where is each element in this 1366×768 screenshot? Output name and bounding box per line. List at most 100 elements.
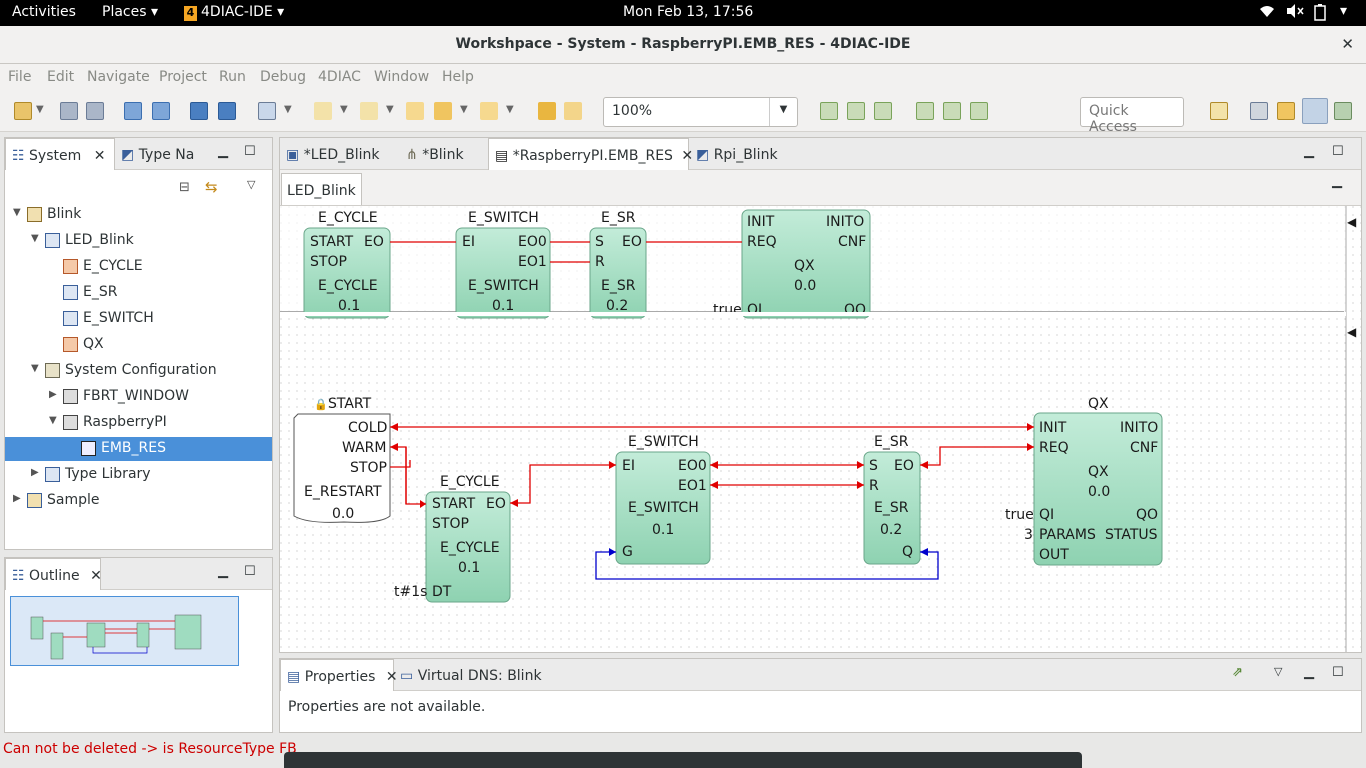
menu-4diac[interactable]: 4DIAC xyxy=(318,69,361,85)
tree-item-raspberrypi[interactable]: ▼ RaspberryPI xyxy=(5,411,272,435)
next-annotation-icon[interactable] xyxy=(314,102,332,120)
tab-properties[interactable]: ▤ Properties ✕ xyxy=(280,659,398,691)
event-input-start[interactable]: START xyxy=(310,234,354,250)
tab-type-navigator[interactable]: ◩ Type Na xyxy=(115,138,200,170)
menu-help[interactable]: Help xyxy=(442,69,474,85)
zoom-dropdown-icon[interactable]: ▼ xyxy=(769,98,797,126)
event-output-cold[interactable]: COLD xyxy=(348,420,387,436)
next-annotation-dropdown-icon[interactable]: ▼ xyxy=(340,104,348,115)
places-menu[interactable]: Places ▾ xyxy=(102,4,158,20)
event-input-req[interactable]: REQ xyxy=(747,234,777,250)
minimize-icon[interactable]: ▁ xyxy=(1304,144,1314,159)
expanded-arrow-icon[interactable]: ▼ xyxy=(49,415,57,426)
top-event-connections[interactable] xyxy=(390,241,742,263)
menu-navigate[interactable]: Navigate xyxy=(87,69,150,85)
tab-raspberrypi-emb-res[interactable]: ▤ *RaspberryPI.EMB_RES ✕ xyxy=(488,138,693,170)
maximize-icon[interactable]: ☐ xyxy=(244,144,256,159)
perspective-debug-icon[interactable] xyxy=(1334,102,1352,120)
event-output-eo1[interactable]: EO1 xyxy=(518,254,547,270)
tree-item-system-configuration[interactable]: ▼ System Configuration xyxy=(5,359,272,383)
fb-e-restart[interactable]: 🔒 START COLD WARM STOP E_RESTART 0.0 xyxy=(293,396,391,523)
close-icon[interactable]: ✕ xyxy=(681,148,694,164)
data-input-qi[interactable]: QI xyxy=(1039,507,1054,523)
event-output-eo[interactable]: EO xyxy=(364,234,384,250)
deploy-icon[interactable] xyxy=(190,102,208,120)
event-input-req[interactable]: REQ xyxy=(1039,440,1069,456)
tab-rpi-blink[interactable]: ◩ Rpi_Blink xyxy=(690,138,784,170)
view-menu-icon[interactable]: ▽ xyxy=(1274,665,1283,678)
event-input-s[interactable]: S xyxy=(595,234,604,250)
event-input-r[interactable]: R xyxy=(869,478,879,494)
fb-e-switch-top[interactable]: E_SWITCH EI EO0 EO1 E_SWITCH 0.1 xyxy=(455,210,551,319)
window-close-icon[interactable]: ✕ xyxy=(1341,35,1354,53)
event-input-stop[interactable]: STOP xyxy=(432,516,469,532)
collapsed-arrow-icon[interactable]: ▶ xyxy=(49,389,57,400)
menu-edit[interactable]: Edit xyxy=(47,69,75,85)
battery-icon[interactable] xyxy=(1313,3,1327,25)
event-output-eo0[interactable]: EO0 xyxy=(518,234,547,250)
maximize-icon[interactable]: ☐ xyxy=(1332,144,1344,159)
maximize-icon[interactable]: ☐ xyxy=(1332,665,1344,680)
align-top-icon[interactable] xyxy=(916,102,934,120)
expand-arrow-icon[interactable]: ◀ xyxy=(1347,215,1357,229)
fb-e-switch[interactable]: E_SWITCH EI EO0 EO1 E_SWITCH 0.1 G xyxy=(615,434,711,565)
new-dropdown-icon[interactable]: ▼ xyxy=(36,104,44,115)
save-icon[interactable] xyxy=(60,102,78,120)
data-input-dt[interactable]: DT xyxy=(432,584,452,600)
event-output-eo[interactable]: EO xyxy=(486,496,506,512)
event-output-inito[interactable]: INITO xyxy=(1120,420,1158,436)
event-output-eo[interactable]: EO xyxy=(894,458,914,474)
event-input-r[interactable]: R xyxy=(595,254,605,270)
collapse-all-icon[interactable]: ⊟ xyxy=(179,180,190,195)
last-edit-icon[interactable] xyxy=(406,102,424,120)
perspective-system-icon[interactable] xyxy=(1302,98,1328,124)
data-input-params[interactable]: PARAMS xyxy=(1039,527,1096,543)
menu-file[interactable]: File xyxy=(8,69,32,85)
minimize-icon[interactable]: ▁ xyxy=(1304,665,1314,680)
event-input-ei[interactable]: EI xyxy=(622,458,635,474)
event-input-init[interactable]: INIT xyxy=(747,214,775,230)
event-output-cnf[interactable]: CNF xyxy=(1130,440,1158,456)
forward-dropdown-icon[interactable]: ▼ xyxy=(506,104,514,115)
menu-debug[interactable]: Debug xyxy=(260,69,307,85)
fb-e-cycle-top[interactable]: E_CYCLE START STOP EO E_CYCLE 0.1 xyxy=(303,210,391,319)
fb-network-canvas[interactable]: ◀ ◀ E_CYCLE START STOP EO E_CYCLE 0.1 E_… xyxy=(280,206,1361,652)
event-input-s[interactable]: S xyxy=(869,458,878,474)
minimize-icon[interactable]: ▁ xyxy=(1332,174,1342,189)
tab-blink[interactable]: ⋔ *Blink xyxy=(400,138,470,170)
maximize-icon[interactable]: ☐ xyxy=(244,564,256,579)
breadcrumb[interactable]: LED_Blink xyxy=(281,173,362,205)
data-output-status[interactable]: STATUS xyxy=(1105,527,1158,543)
new-icon[interactable] xyxy=(14,102,32,120)
expand-arrow-icon[interactable]: ◀ xyxy=(1347,325,1357,339)
align-bottom-icon[interactable] xyxy=(970,102,988,120)
close-icon[interactable]: ✕ xyxy=(93,148,106,164)
collapsed-arrow-icon[interactable]: ▶ xyxy=(13,493,21,504)
undo-icon[interactable] xyxy=(538,102,556,120)
event-output-warm[interactable]: WARM xyxy=(342,440,386,456)
fb-e-sr[interactable]: E_SR S R EO E_SR 0.2 Q xyxy=(863,434,921,565)
tree-item-e-cycle[interactable]: E_CYCLE xyxy=(5,255,272,279)
expanded-arrow-icon[interactable]: ▼ xyxy=(31,363,39,374)
new-system-icon[interactable] xyxy=(124,102,142,120)
link-with-editor-icon[interactable]: ⇆ xyxy=(205,178,218,196)
event-output-eo1[interactable]: EO1 xyxy=(678,478,707,494)
event-output-eo0[interactable]: EO0 xyxy=(678,458,707,474)
fb-e-cycle[interactable]: E_CYCLE START STOP EO E_CYCLE 0.1 t#1s D… xyxy=(394,474,511,603)
data-input-g[interactable]: G xyxy=(622,544,633,560)
tree-item-qx[interactable]: QX xyxy=(5,333,272,357)
tree-item-blink[interactable]: ▼ Blink xyxy=(5,203,272,227)
zoom-combo[interactable]: 100% ▼ xyxy=(603,97,798,127)
tab-virtual-dns[interactable]: ▭ Virtual DNS: Blink xyxy=(394,659,548,691)
event-input-init[interactable]: INIT xyxy=(1039,420,1067,436)
monitor-icon[interactable] xyxy=(218,102,236,120)
save-all-icon[interactable] xyxy=(86,102,104,120)
minimize-icon[interactable]: ▁ xyxy=(218,564,228,579)
view-menu-icon[interactable]: ▽ xyxy=(247,178,256,191)
close-icon[interactable]: ✕ xyxy=(90,568,102,584)
align-right-icon[interactable] xyxy=(874,102,892,120)
prev-annotation-icon[interactable] xyxy=(360,102,378,120)
event-input-stop[interactable]: STOP xyxy=(310,254,347,270)
perspective-deployment-icon[interactable] xyxy=(1250,102,1268,120)
